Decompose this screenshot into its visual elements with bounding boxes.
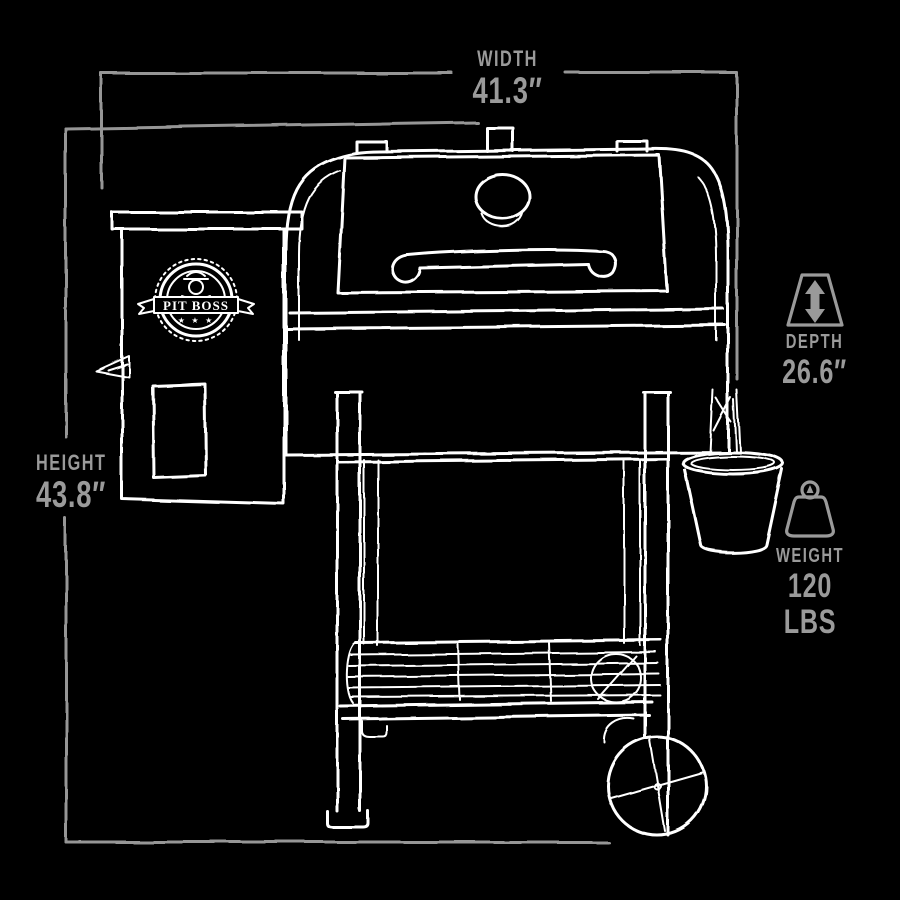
shelf-dividers	[457, 642, 552, 702]
height-value: 43.8″	[36, 474, 107, 516]
width-label: WIDTH	[477, 46, 538, 71]
shelf-bottom-band	[338, 700, 654, 721]
shelf-roll-end	[590, 653, 642, 703]
depth-label: DEPTH	[785, 331, 844, 353]
right-leg	[641, 390, 672, 837]
dimension-lines	[64, 71, 739, 844]
weight-value: 120 LBS	[783, 567, 837, 641]
wheel-spokes	[610, 739, 703, 832]
shelf-roll-line	[597, 655, 637, 700]
logo-banner: PIT BOSS	[137, 296, 255, 315]
shelf-wires	[347, 651, 661, 698]
barrel	[284, 126, 730, 457]
barrel-inner-right	[697, 176, 717, 341]
shelf-left-end	[345, 642, 357, 704]
barrel-inner-left	[298, 170, 341, 341]
shelf-hook	[361, 720, 388, 738]
height-dimension: HEIGHT 43.8″	[36, 451, 131, 515]
lid-handle-bottom	[418, 262, 590, 270]
logo-boss-figure	[181, 271, 211, 300]
chimney-stub	[485, 126, 515, 153]
width-dimension: WIDTH 41.3″	[405, 47, 610, 111]
bucket-rim	[681, 450, 785, 476]
lid-handle	[391, 248, 618, 284]
logo-brand-text: PIT BOSS	[163, 298, 229, 313]
wheel-rim	[606, 735, 708, 837]
banner-wing-right	[237, 298, 255, 315]
barrel-bottom	[284, 450, 730, 457]
hinge-tab-left	[355, 140, 389, 154]
wheel	[602, 717, 708, 837]
width-value: 41.3″	[472, 70, 543, 112]
lid-handle-left-loop	[391, 253, 422, 284]
hinge-tab-right	[615, 139, 649, 153]
bucket-body	[683, 467, 784, 554]
bucket-rim-inner	[690, 455, 776, 471]
cart	[325, 390, 708, 837]
depth-value: 26.6″	[782, 353, 847, 391]
logo-stars: ★ ★ ★	[178, 316, 215, 325]
banner-body	[153, 296, 239, 314]
hopper-control-panel	[151, 382, 208, 480]
temperature-gauge	[474, 173, 532, 221]
weight-kettlebell-icon	[785, 480, 835, 538]
hopper-handle-line	[107, 363, 128, 371]
hopper	[95, 210, 304, 506]
barrel-outline	[284, 147, 730, 457]
frame-uprights	[363, 458, 641, 647]
bucket-handle	[713, 397, 737, 453]
lid-seam-upper	[288, 307, 725, 315]
frame-crossbar	[335, 457, 670, 464]
banner-wing-left	[137, 298, 155, 315]
bottom-shelf	[338, 638, 663, 738]
boss-head	[188, 279, 204, 295]
weight-dimension: WEIGHT 120 LBS	[748, 480, 872, 640]
height-tick-top	[64, 120, 479, 131]
height-label: HEIGHT	[36, 450, 107, 475]
lid-handle-top	[406, 248, 602, 257]
grill-drawing	[95, 126, 785, 837]
depth-arrow-icon	[785, 273, 844, 327]
pit-boss-logo: PIT BOSS ★ ★ ★	[137, 258, 255, 342]
shelf-top-edge	[354, 638, 663, 645]
lid-panel	[336, 153, 669, 295]
bucket-mount	[709, 389, 741, 454]
lid-seam-lower	[286, 323, 727, 331]
weight-label: WEIGHT	[775, 545, 845, 567]
left-foot	[325, 809, 370, 829]
lid-handle-right-loop	[586, 249, 618, 279]
hopper-lid	[110, 210, 304, 231]
hopper-handle	[95, 355, 130, 378]
hopper-body	[120, 227, 286, 506]
wheel-guard-arc	[602, 717, 635, 743]
temperature-gauge-cup	[481, 211, 524, 228]
wheel-hub	[653, 782, 661, 790]
boss-hat	[186, 271, 206, 277]
grease-bucket	[681, 389, 785, 554]
depth-dimension: DEPTH 26.6″	[757, 272, 872, 391]
